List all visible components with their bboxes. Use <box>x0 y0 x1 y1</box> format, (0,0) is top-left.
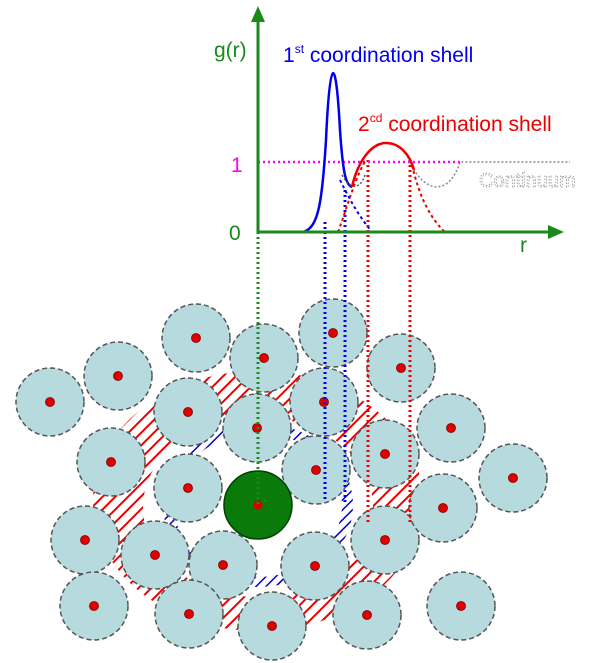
atom-center <box>438 503 448 513</box>
tick-zero-label: 0 <box>229 222 241 245</box>
y-axis-arrow <box>251 6 265 22</box>
atom-center <box>184 609 194 619</box>
atom-center <box>89 601 99 611</box>
rdf-curves <box>258 71 570 234</box>
axes <box>251 6 564 239</box>
atom-center <box>267 621 277 631</box>
atom-center <box>80 535 90 545</box>
atom-center <box>113 371 123 381</box>
x-axis-arrow <box>548 225 564 239</box>
second-shell-label: 2cd coordination shell <box>358 111 552 136</box>
second-shell-tail-right <box>411 164 446 233</box>
atom-center <box>259 353 269 363</box>
projection-lines <box>256 160 412 522</box>
atom-center <box>328 328 338 338</box>
second-shell-peak <box>350 141 416 188</box>
atom-center <box>183 483 193 493</box>
first-shell-tail <box>339 179 373 233</box>
tick-one-label: 1 <box>231 154 243 177</box>
atom-cluster <box>15 298 548 661</box>
atom-center <box>45 397 55 407</box>
first-shell-peak <box>302 71 353 234</box>
atom-center <box>150 550 160 560</box>
atom-center <box>380 535 390 545</box>
atom-center <box>310 561 320 571</box>
continuum-curve <box>409 161 570 188</box>
first-shell-label: 1st coordination shell <box>283 42 473 67</box>
atom-center <box>106 457 116 467</box>
atom-center <box>183 407 193 417</box>
atom-center <box>456 601 466 611</box>
atom-center <box>362 610 372 620</box>
central-atom-center <box>253 500 263 510</box>
atom-center <box>218 560 228 570</box>
atom-center <box>508 473 518 483</box>
atom-center <box>446 423 456 433</box>
atom-center <box>380 449 390 459</box>
atom-center <box>311 465 321 475</box>
atom-center <box>396 363 406 373</box>
y-axis-label: g(r) <box>214 39 247 62</box>
minimum-curve <box>341 174 366 187</box>
atom-center <box>191 333 201 343</box>
continuum-label: Continuum <box>479 170 576 192</box>
x-axis-label: r <box>520 234 527 257</box>
second-shell-tail-left <box>337 159 367 233</box>
